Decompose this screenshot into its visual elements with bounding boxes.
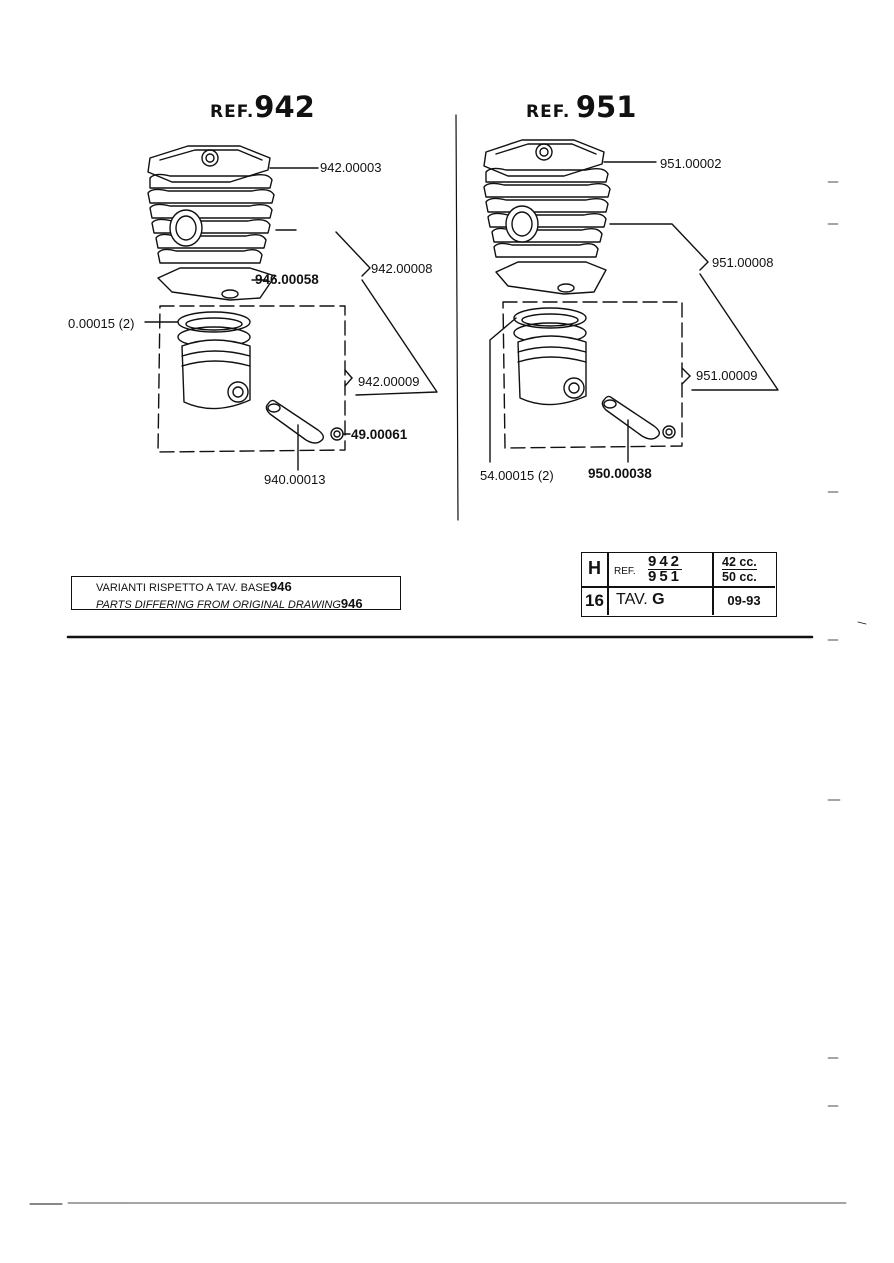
- title-block-tav-label: TAV.: [616, 591, 648, 608]
- callout-left-cylinder: 942.00003: [320, 160, 382, 175]
- callout-left-cylinder-assembly: 942.00008: [371, 261, 433, 276]
- column-divider: [455, 114, 459, 521]
- title-block-date: 09-93: [727, 593, 761, 608]
- left-piston-kit-graphic: [144, 305, 353, 471]
- callout-right-piston-kit: 951.00009: [696, 368, 758, 383]
- title-block-tav: TAV. G: [616, 591, 665, 609]
- variant-line-2: PARTS DIFFERING FROM ORIGINAL DRAWING946: [96, 596, 400, 613]
- left-ref-number: 942: [254, 90, 315, 124]
- right-piston-kit-graphic: [489, 301, 691, 463]
- callout-left-gasket: 946.00058: [255, 272, 319, 287]
- title-block-cc-bottom: 50 cc.: [722, 570, 757, 584]
- title-block-ref-top: 942: [648, 553, 683, 570]
- callout-left-circlip: 49.00061: [351, 427, 408, 442]
- callout-right-cylinder: 951.00002: [660, 156, 722, 171]
- callout-left-piston-ring: 0.00015 (2): [68, 316, 135, 331]
- callout-left-piston-kit: 942.00009: [358, 374, 420, 389]
- callout-right-piston-ring: 54.00015 (2): [480, 468, 554, 483]
- left-ref-label: REF.: [210, 102, 255, 122]
- right-ref-heading: REF. 951: [526, 90, 636, 124]
- callout-right-cylinder-assembly: 951.00008: [712, 255, 774, 270]
- right-ref-number: 951: [575, 90, 637, 124]
- title-block-cc-top: 42 cc.: [722, 555, 757, 570]
- variant-line-1-number: 946: [270, 579, 292, 594]
- variant-line-2-text: PARTS DIFFERING FROM ORIGINAL DRAWING: [96, 599, 341, 611]
- title-block-letter: H: [588, 558, 601, 578]
- title-block-tav-letter: G: [652, 591, 665, 608]
- variant-note-box: VARIANTI RISPETTO A TAV. BASE946 PARTS D…: [71, 576, 401, 613]
- callout-right-pin: 950.00038: [588, 466, 652, 481]
- variant-line-1-text: VARIANTI RISPETTO A TAV. BASE: [96, 582, 271, 594]
- title-block: H REF. 942 951 42 cc. 50 cc. 16 TAV. G 0…: [581, 552, 777, 617]
- right-cylinder-graphic: [483, 139, 779, 391]
- callout-left-pin: 940.00013: [264, 472, 326, 487]
- left-cylinder-graphic: [147, 145, 438, 396]
- title-block-ref-bottom: 951: [648, 568, 683, 585]
- variant-line-2-number: 946: [340, 596, 363, 611]
- title-block-ref-label: REF.: [614, 566, 636, 577]
- title-block-sheet-number: 16: [585, 591, 604, 610]
- right-ref-label: REF.: [526, 102, 571, 122]
- variant-line-1: VARIANTI RISPETTO A TAV. BASE946: [96, 579, 400, 596]
- left-ref-heading: REF.942: [210, 90, 315, 124]
